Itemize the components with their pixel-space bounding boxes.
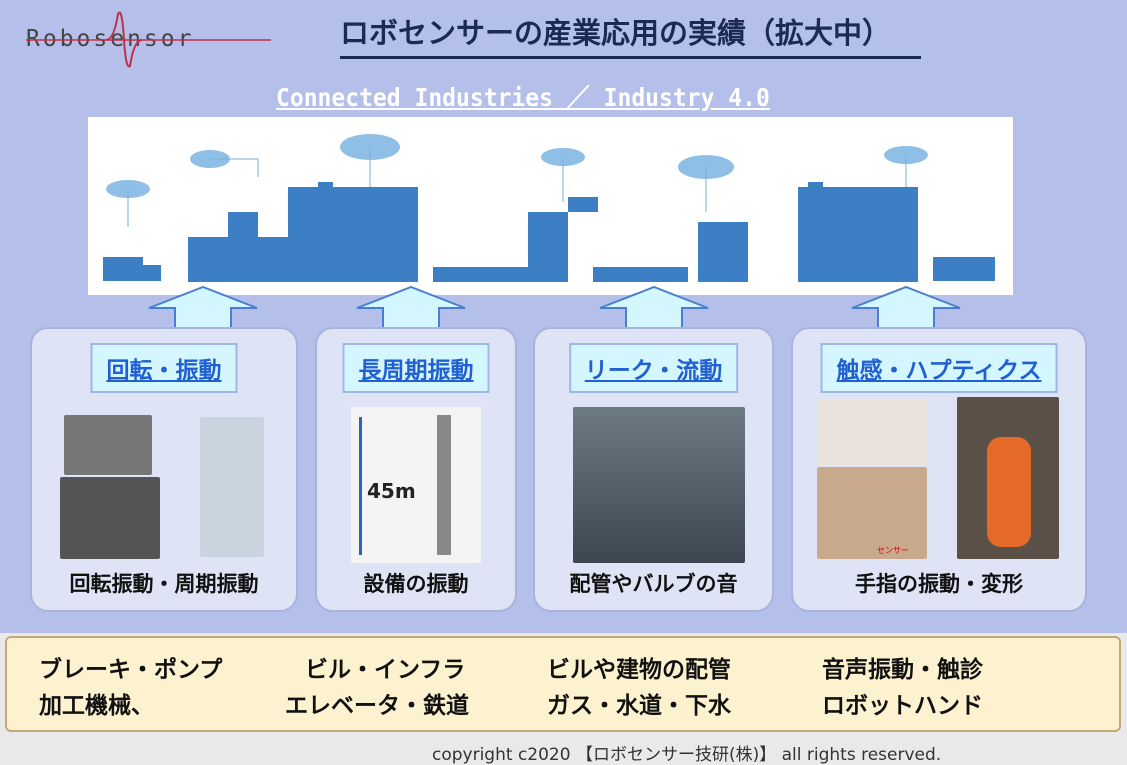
application-item: ガス・水道・下水 [547, 693, 731, 719]
robot-hand-image [957, 397, 1059, 559]
robot-shape [987, 437, 1031, 547]
height-arrow-icon [359, 417, 362, 555]
panel-title: リーク・流動 [568, 343, 739, 393]
elevator-tower-image: 45m [351, 407, 481, 563]
up-arrow-icon [148, 286, 258, 332]
factory-network-icon [103, 134, 995, 282]
up-arrow-icon [851, 286, 961, 332]
application-item: ブレーキ・ポンプ [39, 657, 223, 683]
industry-illustration [88, 117, 1013, 295]
panel-long-period-vibration: 長周期振動 45m 設備の振動 [315, 327, 517, 612]
panel-caption: 手指の振動・変形 [855, 572, 1023, 596]
application-item: ビルや建物の配管 [547, 657, 731, 683]
motor-image [64, 415, 152, 475]
panel-leak-flow: リーク・流動 配管やバルブの音 [533, 327, 774, 612]
subtitle: Connected Industries ／ Industry 4.0 [276, 83, 770, 112]
slide: Robosensor ロボセンサーの産業応用の実績（拡大中） Connected… [0, 0, 1127, 633]
application-item: エレベータ・鉄道 [285, 693, 469, 719]
height-label: 45m [367, 479, 416, 503]
application-column: ビルや建物の配管ガス・水道・下水 [547, 652, 731, 724]
waveform-logo-icon [26, 11, 271, 68]
panel-rotation-vibration: 回転・振動 回転振動・周期振動 [30, 327, 298, 612]
panel-title: 触感・ハプティクス [820, 343, 1058, 393]
drill-image [200, 417, 264, 557]
application-column: ビル・インフラエレベータ・鉄道 [285, 652, 469, 724]
up-arrow-icon [356, 286, 466, 332]
robosensor-logo: Robosensor [26, 10, 276, 68]
panel-caption: 配管やバルブの音 [569, 572, 738, 596]
application-column: 音声振動・触診ロボットハンド [822, 652, 983, 724]
page-title: ロボセンサーの産業応用の実績（拡大中） [340, 10, 922, 59]
panel-caption: 設備の振動 [363, 572, 469, 596]
pipes-image [573, 407, 745, 563]
applications-box: ブレーキ・ポンプ加工機械、 ビル・インフラエレベータ・鉄道 ビルや建物の配管ガス… [5, 636, 1121, 732]
panel-title: 回転・振動 [90, 343, 238, 393]
sensor-label: センサー [877, 546, 909, 555]
panel-caption: 回転振動・周期振動 [69, 572, 259, 596]
finger-sensor-image: センサー [817, 467, 927, 559]
panel-title: 長周期振動 [342, 343, 490, 393]
application-item: 加工機械、 [39, 693, 154, 719]
application-item: ビル・インフラ [305, 657, 466, 683]
up-arrow-icon [599, 286, 709, 332]
application-item: ロボットハンド [822, 693, 983, 719]
panel-haptics: 触感・ハプティクス センサー 手指の振動・変形 [791, 327, 1087, 612]
copyright-footer: copyright c2020 【ロボセンサー技研(株)】 all rights… [432, 745, 942, 765]
finger-waveform-image [817, 399, 927, 465]
application-item: 音声振動・触診 [822, 657, 983, 683]
engine-image [60, 477, 160, 559]
tower-shape [437, 415, 451, 555]
application-column: ブレーキ・ポンプ加工機械、 [39, 652, 222, 724]
